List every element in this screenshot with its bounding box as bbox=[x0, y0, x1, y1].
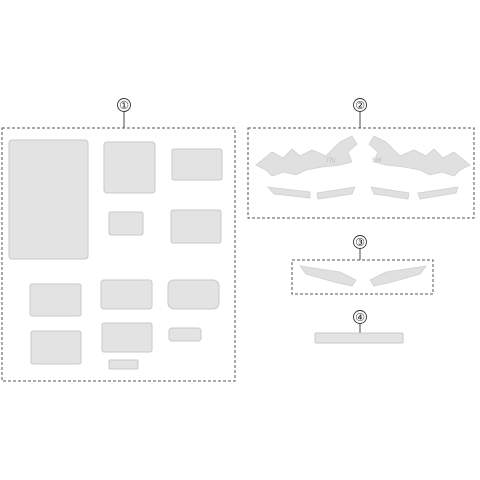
film-sheet bbox=[167, 279, 220, 310]
part-group-2: ② TRJ SW bbox=[247, 98, 475, 219]
tank-decal-left bbox=[255, 135, 358, 177]
film-sheet bbox=[29, 283, 82, 317]
part-group-3: ③ bbox=[291, 235, 434, 295]
film-sheet-large bbox=[8, 139, 89, 260]
film-sheet bbox=[108, 211, 144, 236]
callout-circle-4 bbox=[353, 310, 367, 324]
film-sheet-small bbox=[108, 359, 139, 370]
group-outline-3 bbox=[291, 259, 434, 295]
part-group-4: ④ bbox=[314, 310, 404, 344]
callout-label-1: ① bbox=[119, 99, 129, 112]
callout-label-2: ② bbox=[355, 99, 365, 112]
decal-text-left: TRJ bbox=[326, 157, 336, 164]
film-sheet bbox=[30, 330, 82, 365]
part-group-1: ① bbox=[1, 98, 236, 382]
callout-label-3: ③ bbox=[355, 236, 365, 249]
film-sheet bbox=[103, 141, 156, 194]
decal-text-right: SW bbox=[372, 157, 383, 164]
stripe-decal bbox=[417, 186, 459, 200]
film-sheet bbox=[101, 322, 153, 353]
wing-decal-right bbox=[369, 265, 427, 287]
group-outline-1 bbox=[1, 127, 236, 382]
stripe-decal bbox=[370, 186, 410, 200]
callout-circle-3 bbox=[353, 235, 367, 249]
callout-label-4: ④ bbox=[355, 311, 365, 324]
film-sheet bbox=[170, 209, 222, 244]
film-sheet bbox=[171, 148, 223, 181]
group-outline-2 bbox=[247, 127, 475, 219]
tank-decal-right bbox=[368, 135, 471, 177]
stripe-decal bbox=[316, 186, 356, 200]
film-sheet-small bbox=[168, 327, 202, 342]
callout-circle-2 bbox=[353, 98, 367, 112]
strip-decal bbox=[314, 332, 404, 344]
film-sheet bbox=[100, 279, 153, 310]
stripe-decal bbox=[267, 186, 311, 199]
callout-circle-1 bbox=[117, 98, 131, 112]
wing-decal-left bbox=[299, 265, 357, 287]
